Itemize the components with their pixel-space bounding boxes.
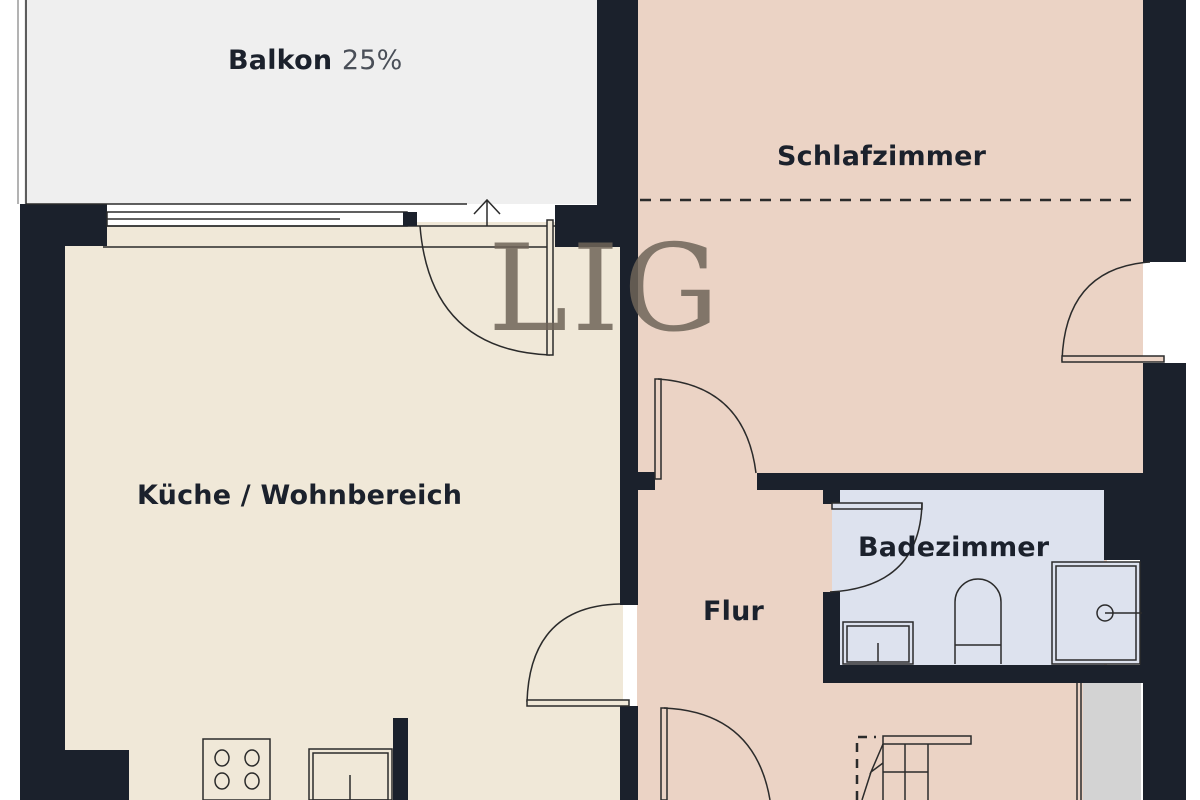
- wall-bath-left-top: [823, 490, 840, 504]
- wall-left-bottom: [20, 750, 129, 800]
- wall-bath-right: [1104, 490, 1143, 560]
- wall-bath-left-bottom: [823, 592, 840, 682]
- wall-bedroom-bottom: [757, 473, 1143, 490]
- wall-balkon-right: [597, 0, 638, 205]
- balkon-floor: [24, 0, 597, 204]
- room-label-flur: Flur: [703, 596, 765, 627]
- room-label-schlafzimmer: Schlafzimmer: [777, 141, 987, 172]
- wall-bath-bottom: [823, 665, 1143, 683]
- wall-middle-vertical-b: [620, 706, 638, 800]
- wall-kitchen-stub: [393, 718, 408, 800]
- wall-middle-vertical-a: [620, 205, 638, 605]
- room-label-badezimmer: Badezimmer: [858, 532, 1050, 563]
- room-label-kueche: Küche / Wohnbereich: [137, 480, 463, 511]
- wall-right-outer-top: [1143, 0, 1186, 262]
- wall-left-top-corner: [20, 204, 107, 246]
- wall-left-outer: [20, 204, 65, 800]
- room-name-balkon: Balkon: [228, 45, 333, 76]
- wall-bath-right-b: [1140, 490, 1143, 683]
- room-label-balkon: Balkon 25%: [228, 45, 403, 76]
- watermark-logo: LIG: [488, 220, 723, 359]
- room-ratio-balkon: 25%: [341, 45, 403, 76]
- schlafzimmer-floor: [638, 0, 1143, 473]
- storage-floor: [1083, 683, 1141, 800]
- wall-middle-stub: [638, 472, 655, 490]
- wall-right-outer-bottom: [1143, 363, 1186, 800]
